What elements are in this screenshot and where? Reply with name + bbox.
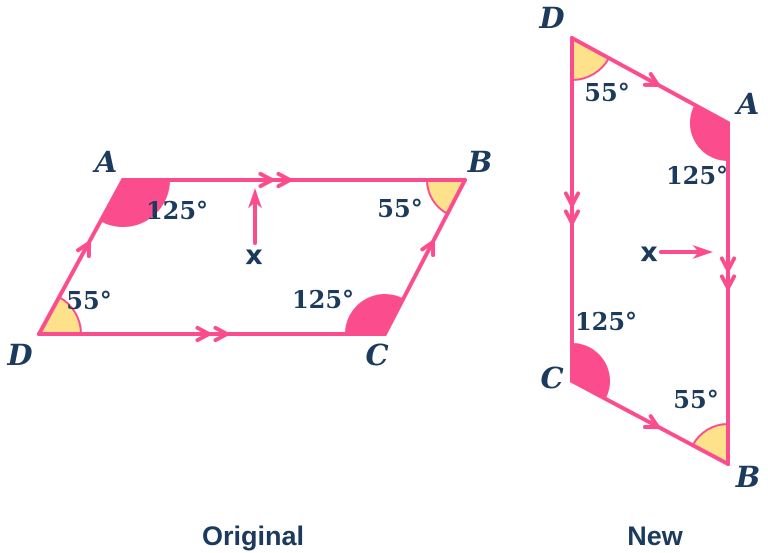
- x-point-marker: x: [245, 240, 262, 271]
- angle-sector-b-55: [425, 179, 467, 216]
- angle-label-a: 125°: [666, 161, 728, 190]
- parallel-marker-ab-2: [276, 171, 292, 189]
- parallel-marker-da: [76, 241, 91, 258]
- angle-label-b: 55°: [377, 194, 422, 223]
- angle-label-c: 125°: [575, 307, 637, 336]
- vertex-label-c: C: [540, 361, 563, 395]
- edge-cb: [570, 379, 730, 466]
- caption-original: Original: [202, 521, 304, 551]
- parallel-marker-dc-2: [213, 325, 229, 343]
- edge-cb: [383, 178, 467, 336]
- vertex-label-c: C: [365, 338, 388, 372]
- vertex-label-b: B: [735, 460, 761, 494]
- vertex-label-d: D: [6, 338, 32, 372]
- caption-new: New: [627, 521, 684, 551]
- parallel-marker-cb: [420, 240, 436, 257]
- parallel-marker-ab-2: [719, 274, 737, 290]
- parallel-marker-da: [643, 72, 660, 87]
- edge-da: [37, 178, 125, 336]
- vertex-label-a: A: [92, 145, 118, 179]
- parallel-marker-dc-1: [195, 325, 211, 343]
- edge-da: [570, 36, 730, 125]
- vertex-label-a: A: [734, 87, 760, 121]
- x-point-marker: x: [640, 237, 657, 268]
- angle-sector-d-55: [571, 36, 611, 82]
- parallel-marker-dc-2: [563, 209, 581, 225]
- angle-label-c: 125°: [292, 285, 354, 314]
- angle-sector-b-55: [691, 422, 729, 466]
- vertex-label-d: D: [538, 1, 564, 35]
- parallel-marker-dc-1: [563, 191, 581, 207]
- original-figure: A B C D 125° 55° 125° 55° x Original: [6, 145, 492, 551]
- angle-label-b: 55°: [673, 385, 718, 414]
- angle-label-a: 125°: [146, 196, 208, 225]
- direction-arrow-head-up: [248, 188, 262, 209]
- parallel-marker-ab-1: [258, 171, 274, 189]
- parallel-marker-cb: [643, 414, 660, 429]
- angle-label-d: 55°: [66, 286, 111, 315]
- parallel-marker-ab-1: [719, 256, 737, 272]
- angle-label-d: 55°: [584, 78, 629, 107]
- new-figure: D A C B 55° 125° 125° 55° x New: [538, 1, 760, 551]
- vertex-label-b: B: [467, 145, 493, 179]
- direction-arrow-head-right: [692, 245, 713, 259]
